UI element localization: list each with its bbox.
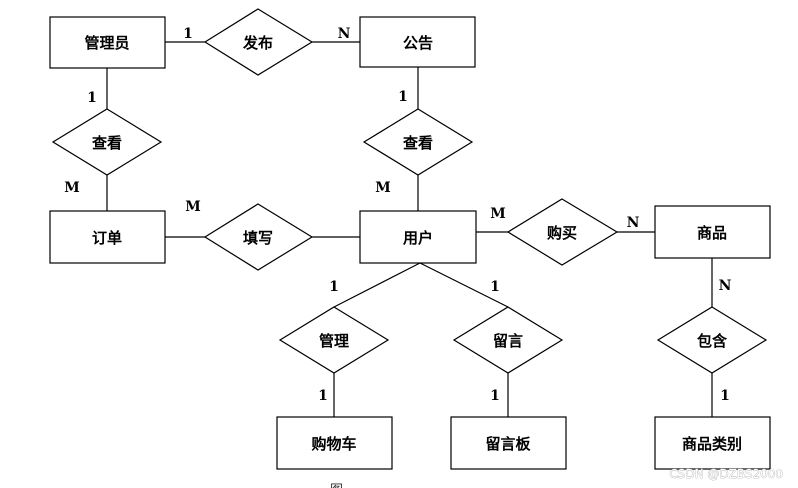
edge-user-manage [333, 262, 421, 308]
entity-cart: 购物车 [276, 416, 393, 470]
entity-order-label: 订单 [92, 229, 122, 247]
relationship-buy-label: 购买 [547, 224, 577, 242]
relationship-message-label: 留言 [493, 332, 523, 350]
entity-product: 商品 [654, 205, 771, 259]
cardinality-labels: 1 N 1 M 1 M M M N 1 1 1 1 N 1 [64, 26, 731, 404]
relationship-view-user-label: 查看 [403, 134, 433, 152]
entity-board: 留言板 [450, 416, 567, 470]
card-view-order: M [64, 180, 80, 196]
card-contain-category: 1 [720, 388, 730, 404]
relationship-view-user: 查看 [362, 108, 474, 176]
card-notice-view: 1 [398, 89, 408, 105]
edge-user-message [419, 262, 509, 308]
relationship-view-admin-label: 查看 [92, 134, 122, 152]
entity-cart-label: 购物车 [311, 435, 356, 453]
card-buy-product: N [627, 215, 640, 231]
entity-product-label: 商品 [697, 224, 727, 242]
relationship-publish-label: 发布 [242, 34, 273, 52]
relationship-fill-label: 填写 [243, 229, 273, 247]
card-user-manage: 1 [329, 279, 339, 295]
watermark: CSDN @DZBS2000 [669, 467, 783, 481]
relationship-manage: 管理 [278, 306, 390, 374]
relationship-fill: 填写 [203, 203, 314, 271]
connector-lines [106, 41, 713, 417]
entity-notice-label: 公告 [403, 34, 433, 52]
card-view-user: M [375, 180, 391, 196]
card-admin-publish: 1 [183, 26, 193, 42]
entity-board-label: 留言板 [485, 435, 531, 453]
entity-admin-label: 管理员 [84, 34, 129, 52]
relationship-contain-label: 包含 [697, 332, 728, 350]
relationship-message: 留言 [452, 306, 564, 374]
relationship-contain: 包含 [656, 306, 768, 374]
entity-order: 订单 [49, 210, 166, 264]
relationship-buy: 购买 [506, 198, 619, 266]
entity-admin: 管理员 [49, 16, 166, 69]
card-publish-notice: N [338, 26, 351, 42]
entity-user: 用户 [359, 210, 477, 264]
entity-user-label: 用户 [403, 229, 433, 247]
card-product-contain: N [719, 278, 732, 294]
card-user-buy: M [490, 206, 506, 222]
entity-category-label: 商品类别 [682, 435, 742, 453]
card-message-board: 1 [490, 388, 500, 404]
entity-category: 商品类别 [654, 416, 771, 470]
relationship-publish: 发布 [203, 8, 314, 76]
card-manage-cart: 1 [318, 388, 328, 404]
card-user-message: 1 [490, 279, 500, 295]
entity-notice: 公告 [359, 16, 476, 68]
card-order-fill: M [185, 199, 201, 215]
card-admin-view: 1 [87, 90, 97, 106]
figure-caption: 图 [330, 483, 343, 488]
relationship-view-admin: 查看 [51, 108, 163, 176]
relationship-manage-label: 管理 [319, 332, 349, 350]
